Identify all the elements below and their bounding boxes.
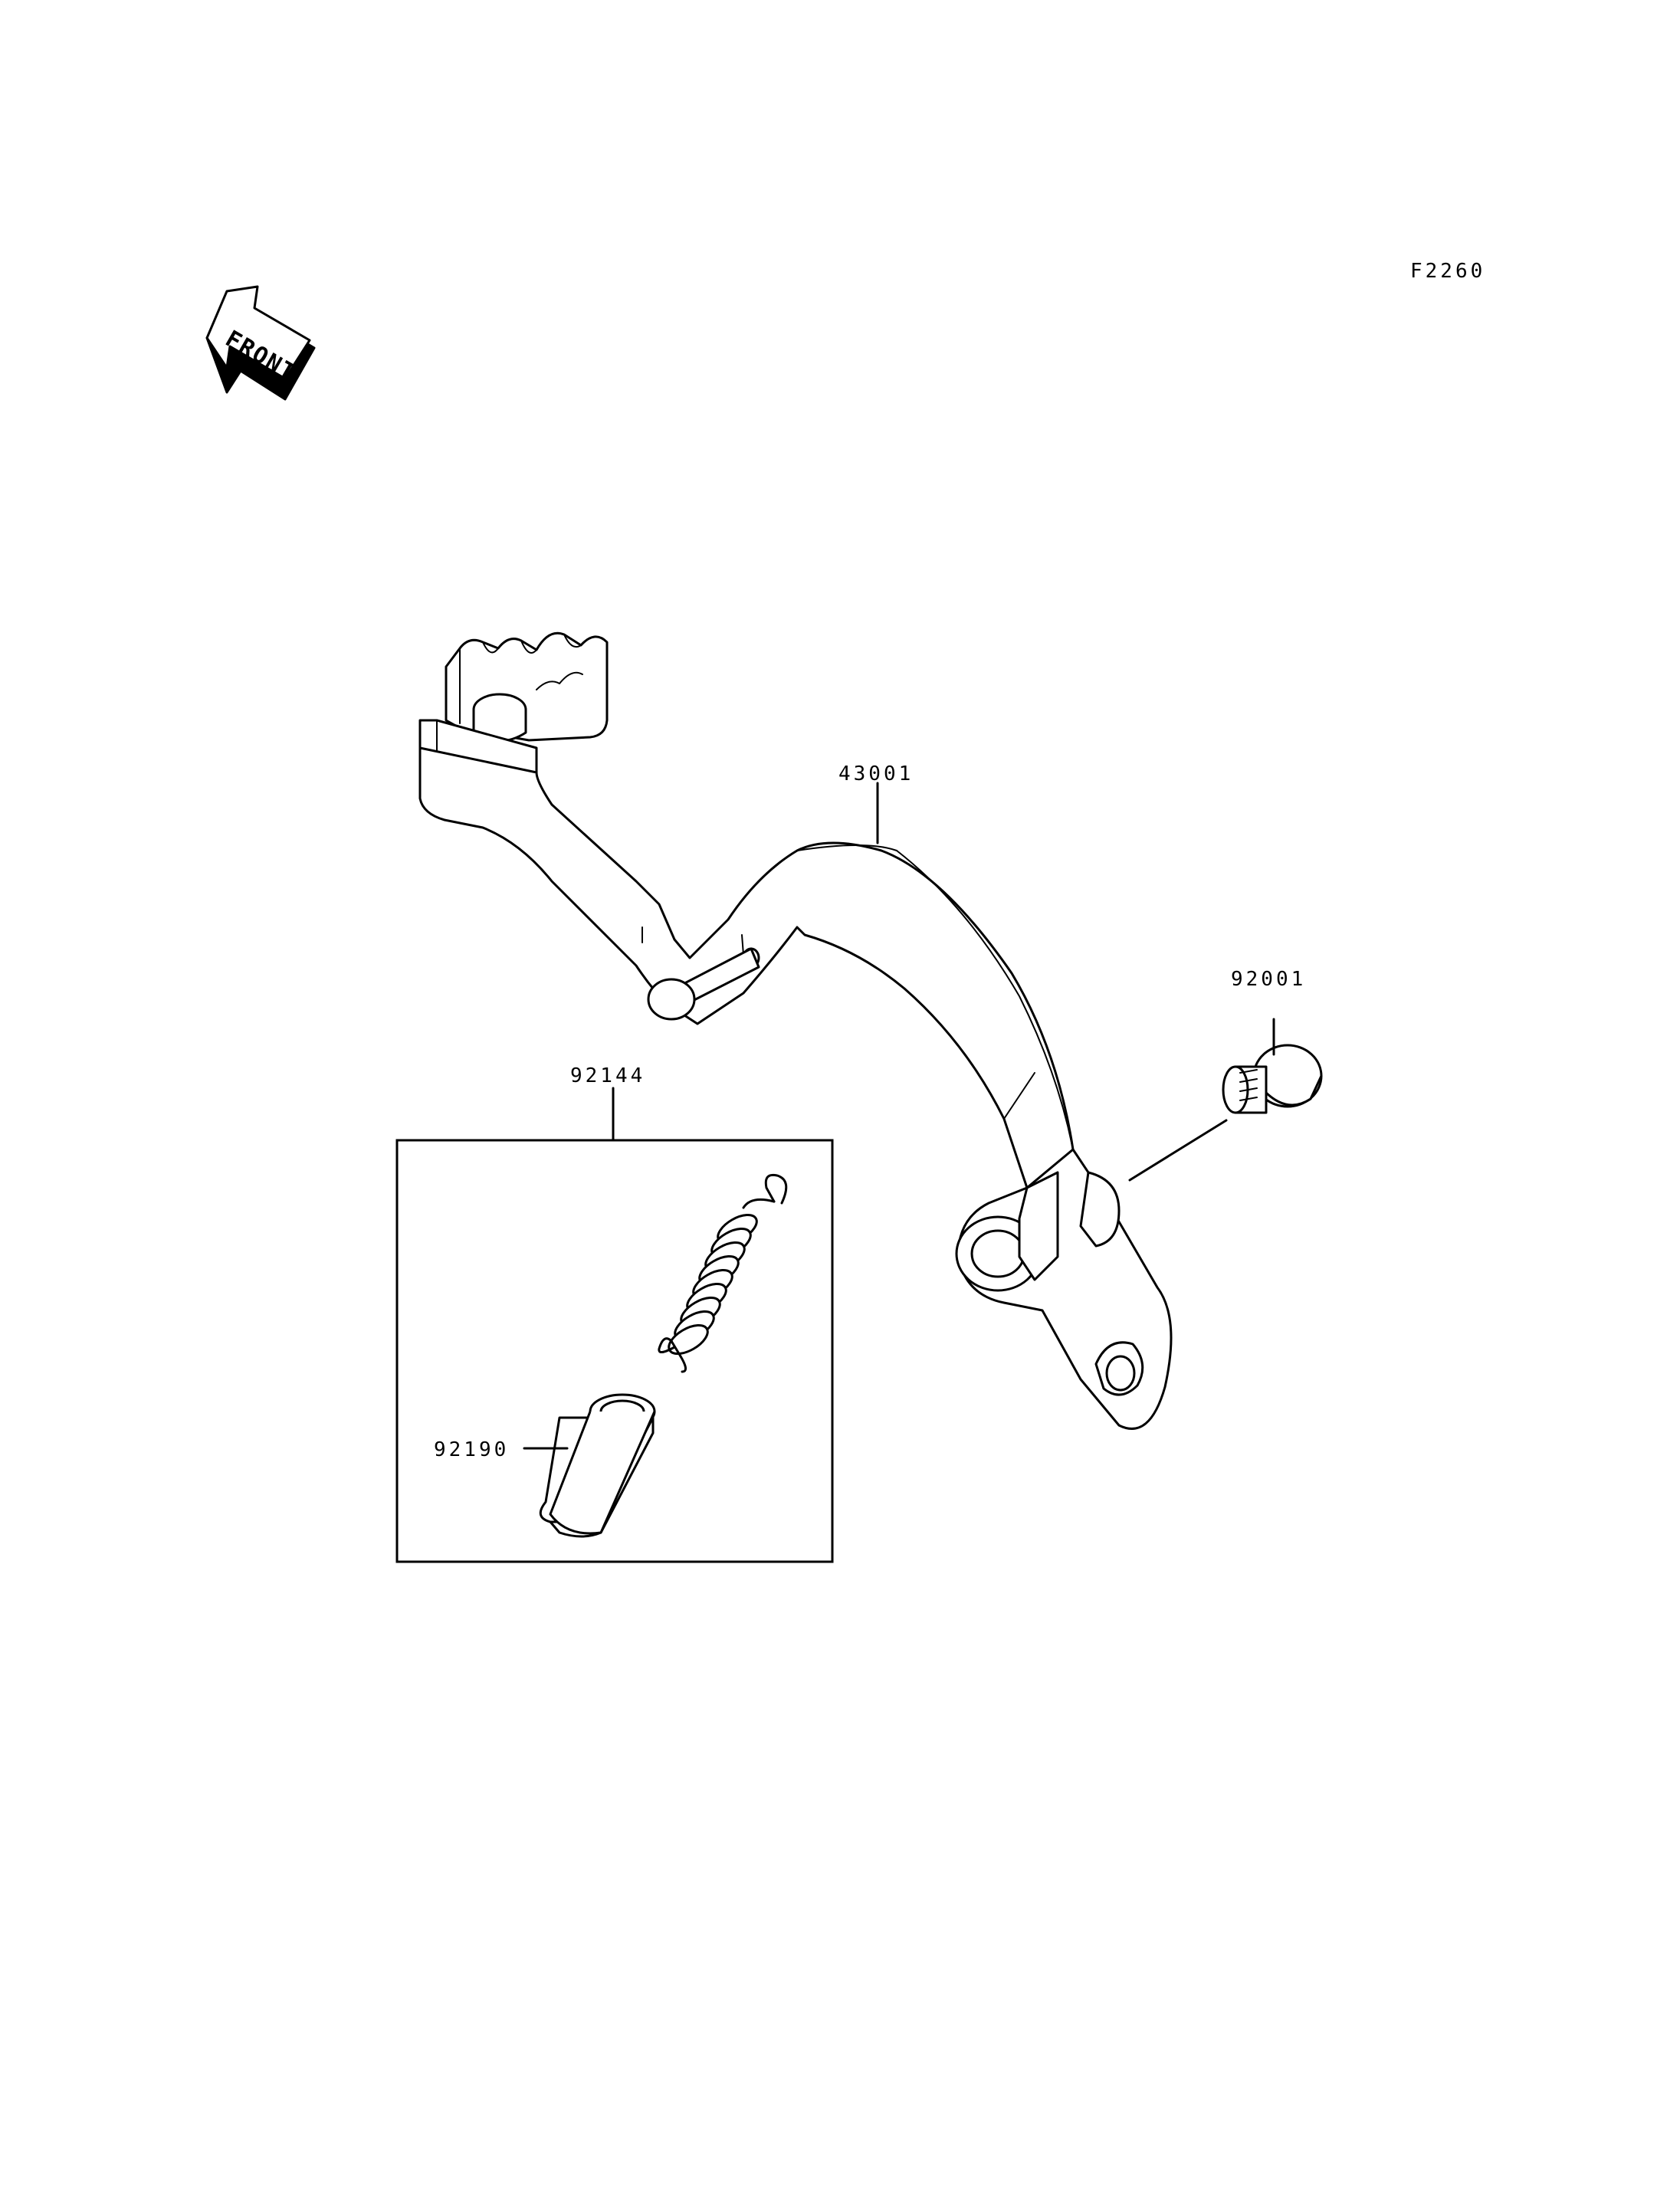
part-label-92190: 92190 bbox=[434, 1438, 509, 1461]
bolt bbox=[1222, 1044, 1323, 1114]
part-label-92144: 92144 bbox=[570, 1064, 645, 1087]
leader-line-92001-to-pedal bbox=[1128, 1119, 1228, 1182]
spring-kit-box bbox=[395, 1139, 834, 1563]
brake-pedal bbox=[418, 631, 1173, 1430]
collar bbox=[539, 1393, 656, 1538]
part-label-43001: 43001 bbox=[838, 762, 914, 785]
diagram-code: F2260 bbox=[1410, 260, 1485, 283]
front-direction-arrow-icon: FRONT bbox=[205, 285, 316, 401]
part-label-92001: 92001 bbox=[1231, 968, 1306, 991]
return-spring bbox=[658, 1173, 788, 1373]
